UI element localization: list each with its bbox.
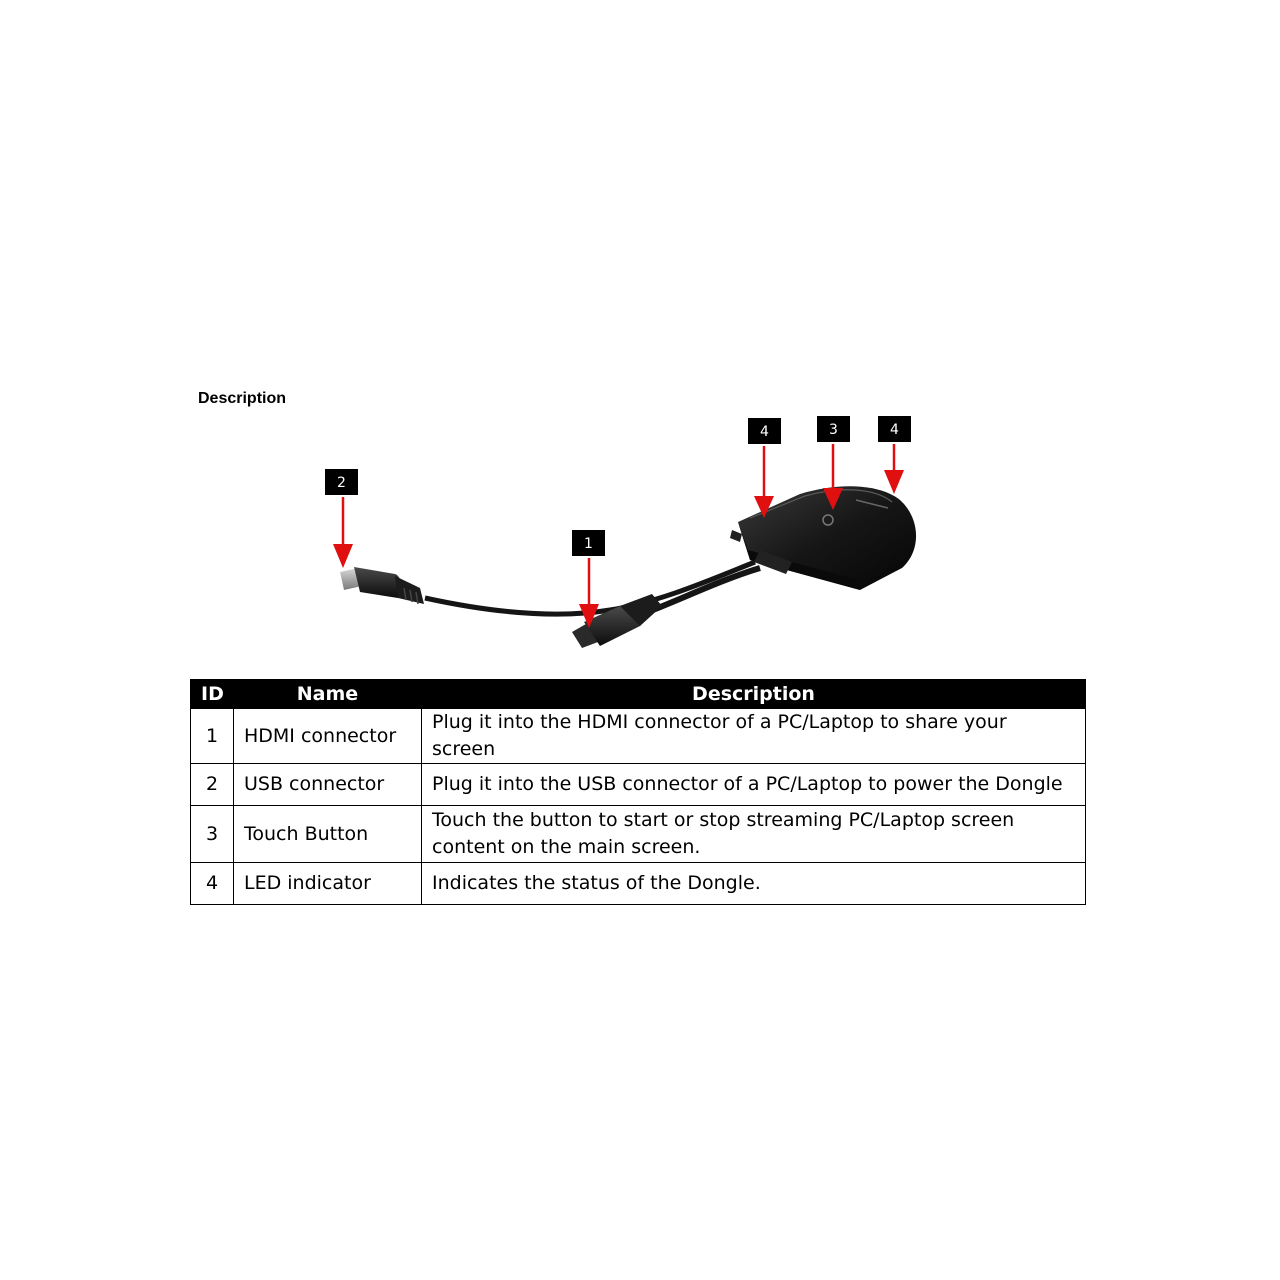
callout-arrow-head [333, 544, 353, 568]
table-row: 1 HDMI connector Plug it into the HDMI c… [190, 708, 1086, 764]
callout-badge [325, 469, 358, 495]
row-id: 4 [190, 862, 234, 905]
dongle-illustration: 4 3 4 2 1 [325, 416, 917, 648]
callout-4-right: 4 [878, 416, 911, 494]
section-heading: Description [198, 390, 287, 407]
callout-3: 3 [817, 416, 850, 510]
callout-2: 2 [325, 469, 358, 568]
table-header-row: ID Name Description [190, 679, 1086, 709]
callout-badge [748, 418, 781, 444]
dongle-figure: 4 3 4 2 1 [280, 410, 940, 660]
callout-badge [878, 416, 911, 442]
callout-1: 1 [572, 530, 605, 628]
row-description: Plug it into the HDMI connector of a PC/… [421, 708, 1086, 764]
usb-cable [424, 559, 756, 617]
row-description: Plug it into the USB connector of a PC/L… [421, 763, 1086, 806]
row-description: Touch the button to start or stop stream… [421, 805, 1086, 863]
row-name: USB connector [233, 763, 422, 806]
callout-label: 4 [760, 424, 769, 440]
row-name: LED indicator [233, 862, 422, 905]
callout-arrow-head [754, 496, 774, 518]
callout-arrow-head [823, 488, 843, 510]
callout-4-left: 4 [748, 418, 781, 518]
table-row: 3 Touch Button Touch the button to start… [190, 805, 1086, 863]
callout-label: 3 [829, 422, 838, 438]
touch-button-icon [822, 514, 834, 526]
column-header-id: ID [190, 679, 234, 709]
column-header-description: Description [421, 679, 1086, 709]
dongle-pod [730, 486, 917, 590]
row-id: 1 [190, 708, 234, 764]
row-description: Indicates the status of the Dongle. [421, 862, 1086, 905]
hdmi-plug [572, 594, 662, 648]
callout-badge [817, 416, 850, 442]
callout-arrow-head [579, 604, 599, 628]
parts-table: ID Name Description 1 HDMI connector Plu… [190, 679, 1086, 905]
row-name: Touch Button [233, 805, 422, 863]
callout-label: 4 [890, 422, 899, 438]
row-id: 2 [190, 763, 234, 806]
callout-label: 1 [584, 536, 593, 552]
callout-arrow-head [884, 470, 904, 494]
callout-label: 2 [337, 475, 346, 491]
table-row: 2 USB connector Plug it into the USB con… [190, 763, 1086, 806]
column-header-name: Name [233, 679, 422, 709]
table-row: 4 LED indicator Indicates the status of … [190, 862, 1086, 905]
row-id: 3 [190, 805, 234, 863]
callout-badge [572, 530, 605, 556]
row-name: HDMI connector [233, 708, 422, 764]
usb-plug [340, 567, 424, 605]
brand-logo [855, 499, 889, 509]
